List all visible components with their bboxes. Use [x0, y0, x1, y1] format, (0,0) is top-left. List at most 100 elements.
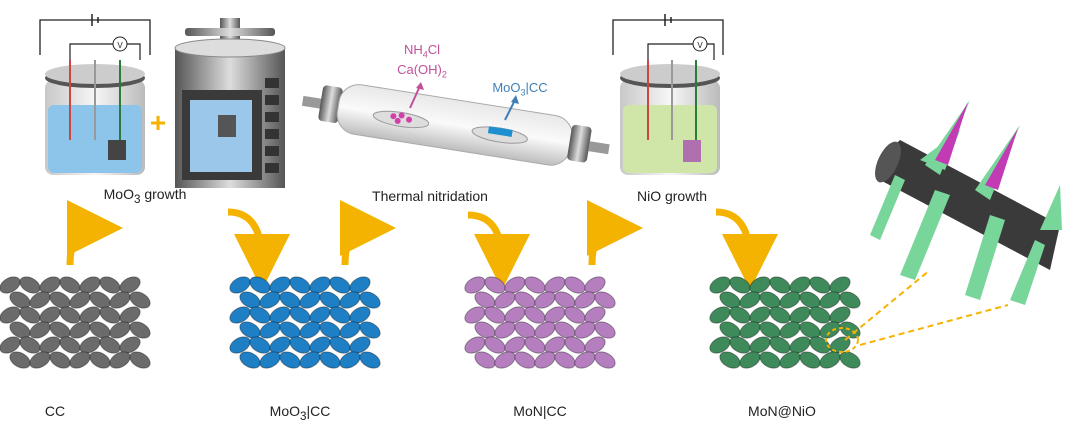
reagent-nh4cl: NH4Cl — [403, 42, 441, 60]
fiber-segment — [239, 291, 261, 309]
fiber-segment — [464, 306, 486, 324]
fiber-segment — [484, 306, 506, 324]
fiber-segment — [0, 336, 21, 354]
sample-moo3cc-label: MoO3|CC — [492, 80, 548, 98]
monnio-cluster — [709, 276, 861, 369]
hydrothermal-autoclave — [174, 18, 286, 188]
fiber-segment — [79, 306, 101, 324]
fiber-segment — [554, 351, 576, 369]
fiber-segment — [584, 276, 606, 294]
fiber-segment — [819, 291, 841, 309]
fiber-segment — [259, 321, 281, 339]
fiber-segment — [79, 336, 101, 354]
fiber-segment — [779, 351, 801, 369]
fiber-segment — [229, 336, 251, 354]
fiber-segment — [29, 291, 51, 309]
fiber-segment — [289, 276, 311, 294]
fiber-segment — [769, 336, 791, 354]
quartz-tube — [301, 84, 610, 166]
fiber-segment — [29, 351, 51, 369]
fiber-segment — [59, 276, 81, 294]
process-arrow-6 — [715, 208, 778, 290]
fiber-segment — [524, 336, 546, 354]
fiber-segment — [594, 321, 616, 339]
fiber-segment — [309, 276, 331, 294]
fiber-segment — [279, 351, 301, 369]
fiber-segment — [109, 291, 131, 309]
fiber-segment — [329, 276, 351, 294]
material-label-moo3cc: MoO3|CC — [269, 403, 331, 423]
fiber-segment — [309, 336, 331, 354]
fiber-segment — [719, 321, 741, 339]
fiber-segment — [109, 321, 131, 339]
process-arrows — [66, 200, 778, 290]
fiber-segment — [534, 351, 556, 369]
fiber-segment — [729, 306, 751, 324]
fiber-segment — [239, 321, 261, 339]
fiber-segment — [9, 321, 31, 339]
fiber-segment — [309, 306, 331, 324]
fiber-segment — [564, 306, 586, 324]
fiber-segment — [19, 306, 41, 324]
fiber-segment — [789, 276, 811, 294]
fiber-segment — [289, 336, 311, 354]
fiber-segment — [544, 306, 566, 324]
fiber-segment — [474, 351, 496, 369]
fiber-segment — [89, 351, 111, 369]
fiber-segment — [49, 321, 71, 339]
fiber-segment — [829, 306, 851, 324]
fiber-segment — [359, 321, 381, 339]
fiber-segment — [749, 336, 771, 354]
fiber-segment — [0, 276, 21, 294]
process-arrow-1 — [66, 200, 123, 266]
fiber-segment — [574, 321, 596, 339]
fiber-segment — [759, 351, 781, 369]
fiber-segment — [819, 351, 841, 369]
fiber-segment — [574, 351, 596, 369]
voltmeter-label: V — [117, 41, 123, 50]
fiber-segment — [229, 306, 251, 324]
moncc-cluster — [464, 276, 616, 369]
fiber-segment — [739, 351, 761, 369]
reagent-caoh2: Ca(OH)2 — [397, 62, 447, 80]
fiber-segment — [554, 321, 576, 339]
fiber-segment — [89, 321, 111, 339]
cc-cluster — [0, 276, 151, 369]
fiber-segment — [259, 351, 281, 369]
fiber-segment — [19, 336, 41, 354]
fiber-segment — [829, 336, 851, 354]
fiber-segment — [739, 291, 761, 309]
fiber-segment — [249, 336, 271, 354]
fiber-segment — [564, 276, 586, 294]
fiber-segment — [299, 351, 321, 369]
fiber-segment — [769, 306, 791, 324]
fiber-segment — [534, 291, 556, 309]
fiber-segment — [19, 276, 41, 294]
fiber-segment — [349, 336, 371, 354]
step-label-moo3-growth: MoO3 growth — [103, 186, 187, 206]
fiber-segment — [719, 291, 741, 309]
fiber-segment — [494, 291, 516, 309]
fiber-segment — [279, 321, 301, 339]
voltmeter-label: V — [697, 41, 703, 50]
fiber-segment — [119, 276, 141, 294]
fiber-segment — [69, 291, 91, 309]
fiber-segment — [769, 276, 791, 294]
fiber-segment — [759, 291, 781, 309]
fiber-segment — [809, 276, 831, 294]
fiber-segment — [99, 306, 121, 324]
fiber-segment — [119, 336, 141, 354]
fiber-segment — [349, 306, 371, 324]
fiber-segment — [594, 291, 616, 309]
fiber-segment — [464, 336, 486, 354]
fiber-segment — [789, 306, 811, 324]
fiber-segment — [269, 336, 291, 354]
fiber-segment — [819, 321, 841, 339]
fiber-segment — [809, 306, 831, 324]
fiber-segment — [299, 321, 321, 339]
fiber-segment — [79, 276, 101, 294]
fiber-segment — [524, 276, 546, 294]
fiber-segment — [359, 351, 381, 369]
fiber-segment — [329, 336, 351, 354]
fiber-segment — [504, 336, 526, 354]
